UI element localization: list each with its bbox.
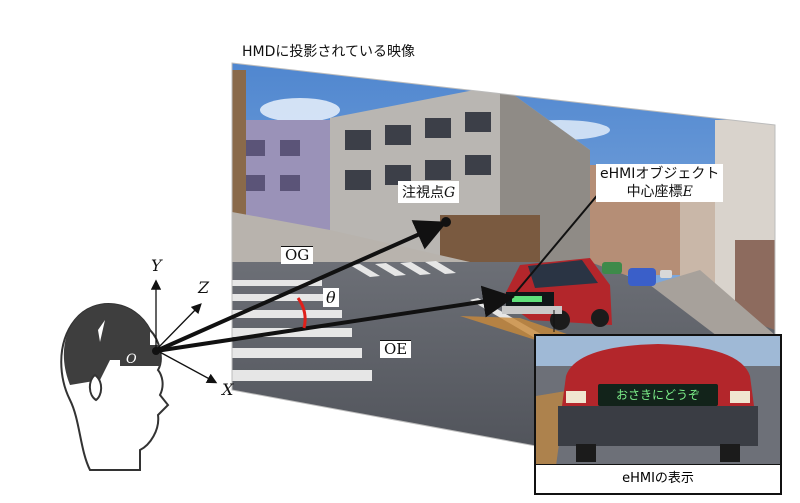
ehmi-leader-line <box>511 191 601 298</box>
gaze-vectors <box>152 191 601 355</box>
vector-og-label: OG <box>281 246 314 264</box>
ehmi-display-inset: おさきにどうぞ eHMIの表示 <box>534 334 782 495</box>
gaze-point-symbol: G <box>444 185 456 201</box>
angle-arc <box>296 297 307 329</box>
ehmi-message: おさきにどうぞ <box>598 384 718 406</box>
vector-oe-arrow <box>155 285 515 353</box>
ehmi-object-label: eHMIオブジェクト 中心座標E <box>596 164 724 202</box>
ehmi-object-line2-wrap: 中心座標E <box>600 183 719 201</box>
ehmi-object-line1: eHMIオブジェクト <box>600 166 720 182</box>
screen-title: HMDに投影されている映像 <box>238 40 419 62</box>
hmd-device <box>120 345 160 366</box>
gaze-point-label: 注視点G <box>398 181 460 203</box>
vector-og-arrow <box>155 220 448 353</box>
axis-x-label: X <box>222 380 234 399</box>
vector-oe-label: OE <box>380 340 412 358</box>
viewer-head <box>60 303 170 471</box>
axis-x-arrow <box>155 349 218 384</box>
inset-caption: eHMIの表示 <box>536 464 780 493</box>
crosswalk <box>232 261 456 381</box>
origin-marker <box>152 347 160 355</box>
axis-z-arrow <box>155 303 202 351</box>
coordinate-axes <box>150 279 218 384</box>
axis-z-label: Z <box>198 278 210 297</box>
origin-label: O <box>126 352 137 367</box>
ehmi-object-symbol: E <box>682 184 693 200</box>
gaze-point-text: 注視点 <box>402 185 444 201</box>
angle-theta-label: θ <box>323 288 339 307</box>
axis-y-label: Y <box>151 256 162 275</box>
gaze-point-marker <box>441 217 451 227</box>
ehmi-object-line2: 中心座標 <box>626 184 683 200</box>
